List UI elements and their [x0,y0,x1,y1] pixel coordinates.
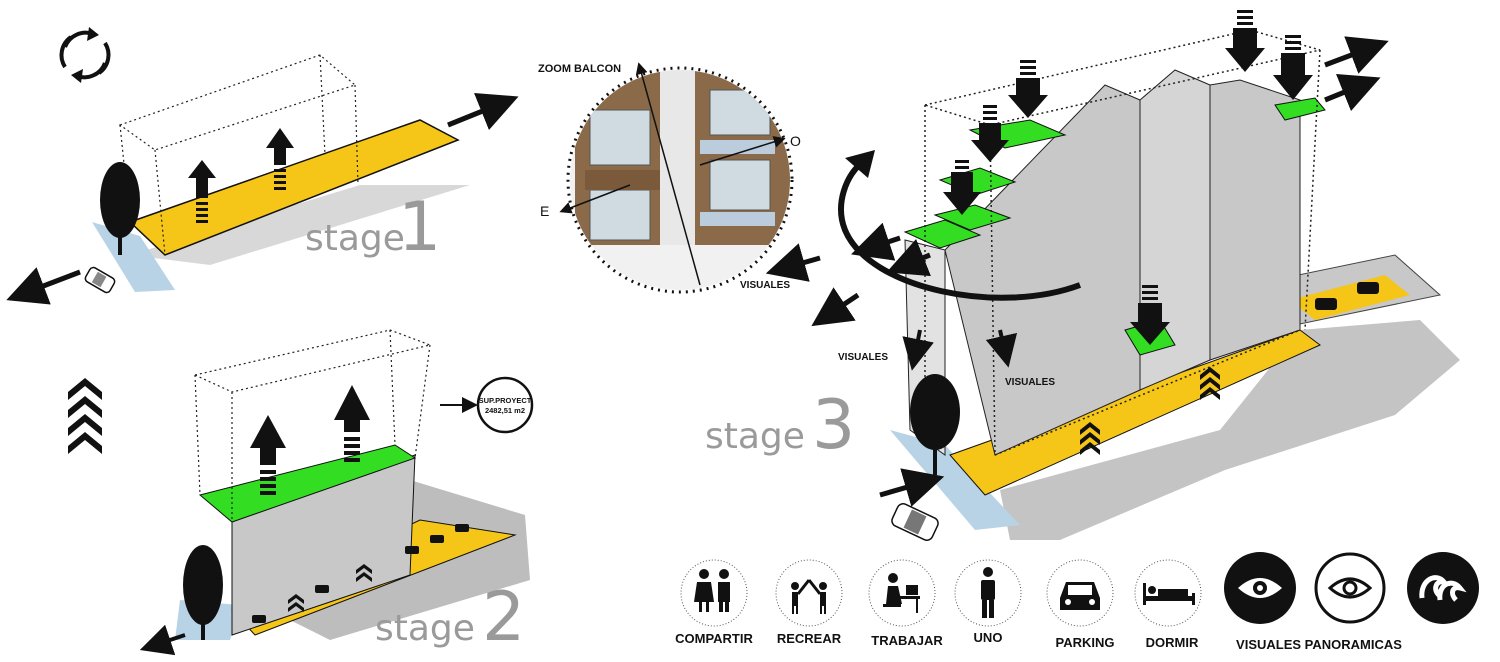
stage-3-number: 3 [812,386,855,465]
east-label: E [540,203,549,219]
legend-label-uno: UNO [974,630,1003,645]
eye-outline-icon [1327,577,1373,599]
stage-1-diagram: stage 1 [6,27,519,305]
chevrons-up-icon [68,378,102,454]
zoom-balcon-label: ZOOM BALCON [538,63,621,75]
legend-item-uno: UNO [954,559,1022,645]
visuales-left-label: VISUALES [838,352,888,363]
tree-icon [183,545,223,640]
stage-1-number: 1 [398,188,441,267]
legend-item-parking: PARKING [1046,559,1115,650]
car-icon [84,266,116,294]
legend-item-eye-outline [1314,552,1386,624]
legend-label-trabajar: TRABAJAR [871,633,943,648]
couple-icon [694,569,730,612]
bed-icon [1143,583,1195,605]
stage-3-word: stage [705,416,805,457]
stage-2-diagram: SUP.PROYECT 2482,51 m2 stage 2 [68,329,534,657]
legend: COMPARTIR RECREAR TRABAJAR [675,552,1479,652]
legend-item-recrear: RECREAR [775,559,843,646]
handshake-icon [791,579,827,614]
area-badge: SUP.PROYECT 2482,51 m2 [476,376,534,434]
cycle-icon [59,27,111,83]
area-badge-value: 2482,51 m2 [485,406,525,415]
desk-worker-icon [883,573,920,613]
car-icon [891,503,939,541]
wave-icon [1419,575,1467,602]
car-icon [1060,582,1100,610]
person-icon [981,567,995,618]
legend-label-visuales: VISUALES PANORAMICAS [1236,637,1402,652]
visuales-zoom-label: VISUALES [740,280,790,291]
legend-label-recrear: RECREAR [777,631,842,646]
eye-icon [1238,578,1282,598]
tree-icon [100,162,140,255]
legend-label-dormir: DORMIR [1146,635,1199,650]
zoom-balcon-detail: ZOOM BALCON E O VISUALES [538,62,801,294]
stage-2-number: 2 [482,578,525,657]
legend-item-dormir: DORMIR [1134,559,1202,650]
west-label: O [790,133,801,149]
stage-1-word: stage [305,218,405,259]
legend-item-wave [1407,552,1479,624]
legend-item-compartir: COMPARTIR [675,559,753,646]
legend-item-visuales [1224,552,1296,624]
stage-3-diagram: VISUALES VISUALES stage 3 [705,10,1460,541]
area-badge-title: SUP.PROYECT [479,396,532,405]
tree-icon [910,374,960,475]
legend-item-trabajar: TRABAJAR [868,559,943,648]
stage-2-word: stage [375,608,475,649]
legend-label-compartir: COMPARTIR [675,631,753,646]
visuales-center-label: VISUALES [1005,377,1055,388]
legend-label-parking: PARKING [1056,635,1115,650]
